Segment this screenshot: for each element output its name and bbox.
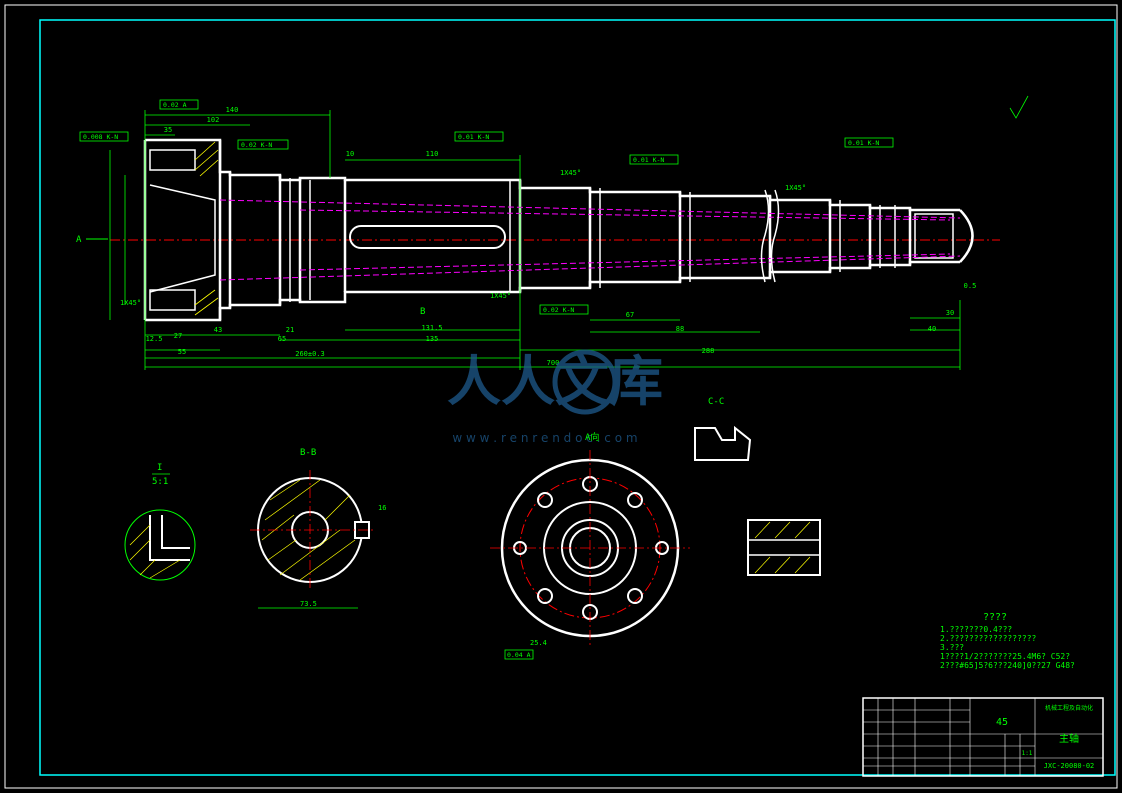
dim-102: 102 bbox=[207, 116, 220, 124]
dim-30: 30 bbox=[946, 309, 954, 317]
notes-title: ???? bbox=[983, 612, 1007, 623]
a-view-tolerance: 0.04 A bbox=[507, 651, 531, 659]
detail-view-i: I 5:1 bbox=[124, 463, 196, 581]
dim-131: 131.5 bbox=[421, 324, 442, 332]
section-cc-label: C-C bbox=[708, 397, 724, 407]
dim-125: 12.5 bbox=[146, 335, 163, 343]
section-bb-width: 73.5 bbox=[300, 600, 317, 608]
inner-frame bbox=[39, 19, 1116, 776]
dim-21: 21 bbox=[286, 326, 294, 334]
dimension-lines bbox=[109, 110, 961, 370]
notes-line-5: 2???#65]5?6???240]0??27 G48? bbox=[940, 661, 1075, 670]
section-cc: C-C bbox=[694, 397, 821, 576]
tolerance-frame-2: 0.01 K-N bbox=[458, 133, 489, 141]
title-drawing-no: JXC-20080-02 bbox=[1044, 762, 1095, 770]
tolerance-frame-4: 0.02 A bbox=[163, 101, 187, 109]
notes-line-1: 1.???????0.4??? bbox=[940, 625, 1012, 634]
chamfer-2: 1X45° bbox=[490, 292, 511, 300]
cut-label-bottom: B bbox=[420, 307, 425, 317]
view-arrow-label: A bbox=[76, 235, 82, 245]
watermark-url: w w w . r e n r e n d o c . c o m bbox=[452, 431, 637, 445]
chamfer-4: 1X45° bbox=[120, 299, 141, 307]
detail-scale: 5:1 bbox=[152, 477, 168, 487]
dim-65: 65 bbox=[278, 335, 286, 343]
dim-700: 700 bbox=[547, 359, 560, 367]
a-view-label: A向 bbox=[585, 431, 599, 443]
keyway-slot bbox=[349, 225, 506, 249]
dim-88: 88 bbox=[676, 325, 684, 333]
chamfer-1: 1X45° bbox=[560, 169, 581, 177]
dim-40: 40 bbox=[928, 325, 936, 333]
tolerance-frame-1: 0.02 K-N bbox=[241, 141, 272, 149]
title-material: 45 bbox=[996, 717, 1008, 728]
dim-27: 27 bbox=[174, 332, 182, 340]
notes-line-4: 1????1/2???????25.4M6? C52? bbox=[940, 652, 1070, 661]
section-bb-label: B-B bbox=[300, 448, 316, 458]
tolerance-frame-3: 0.008 K-N bbox=[83, 133, 118, 141]
title-scale: 1:1 bbox=[1022, 750, 1033, 757]
dim-10: 10 bbox=[346, 150, 354, 158]
dim-288: 288 bbox=[702, 347, 715, 355]
chamfer-3: 1X45° bbox=[785, 184, 806, 192]
dim-135: 135 bbox=[426, 335, 439, 343]
dim-110: 110 bbox=[426, 150, 439, 158]
notes-line-3: 3.??? bbox=[940, 643, 964, 652]
a-view-flange: A向 25.4 0.04 A bbox=[490, 431, 690, 660]
a-view-dim-1: 25.4 bbox=[530, 639, 547, 647]
title-part-name: 主轴 bbox=[1059, 732, 1079, 745]
detail-label: I bbox=[157, 463, 162, 473]
tolerance-frame-7: 0.02 K-N bbox=[543, 306, 574, 314]
dim-260: 260±0.3 bbox=[295, 350, 325, 358]
dim-35: 35 bbox=[164, 126, 172, 134]
dim-05: 0.5 bbox=[964, 282, 977, 290]
outer-frame bbox=[4, 4, 1118, 789]
title-block: 45 机械工程及自动化 主轴 JXC-20080-02 1:1 bbox=[862, 697, 1104, 777]
roughness-symbol bbox=[1009, 95, 1029, 119]
notes-line-2: 2.?????????????????? bbox=[940, 634, 1037, 643]
dim-140: 140 bbox=[226, 106, 239, 114]
watermark: 人人文库 w w w . r e n r e n d o c . c o m bbox=[447, 349, 663, 445]
dim-67: 67 bbox=[626, 311, 634, 319]
shaft-main-view bbox=[110, 138, 1000, 322]
tolerance-frame-6: 0.01 K-N bbox=[848, 139, 879, 147]
dim-43: 43 bbox=[214, 326, 222, 334]
title-school: 机械工程及自动化 bbox=[1045, 704, 1093, 712]
watermark-text: 人人文库 bbox=[447, 349, 663, 413]
technical-notes: ???? 1.???????0.4??? 2.?????????????????… bbox=[940, 612, 1075, 670]
tolerance-frame-5: 0.01 K-N bbox=[633, 156, 664, 164]
section-bb: B-B 73.5 16 bbox=[250, 448, 386, 609]
dim-55: 55 bbox=[178, 348, 186, 356]
section-bb-height: 16 bbox=[378, 504, 386, 512]
